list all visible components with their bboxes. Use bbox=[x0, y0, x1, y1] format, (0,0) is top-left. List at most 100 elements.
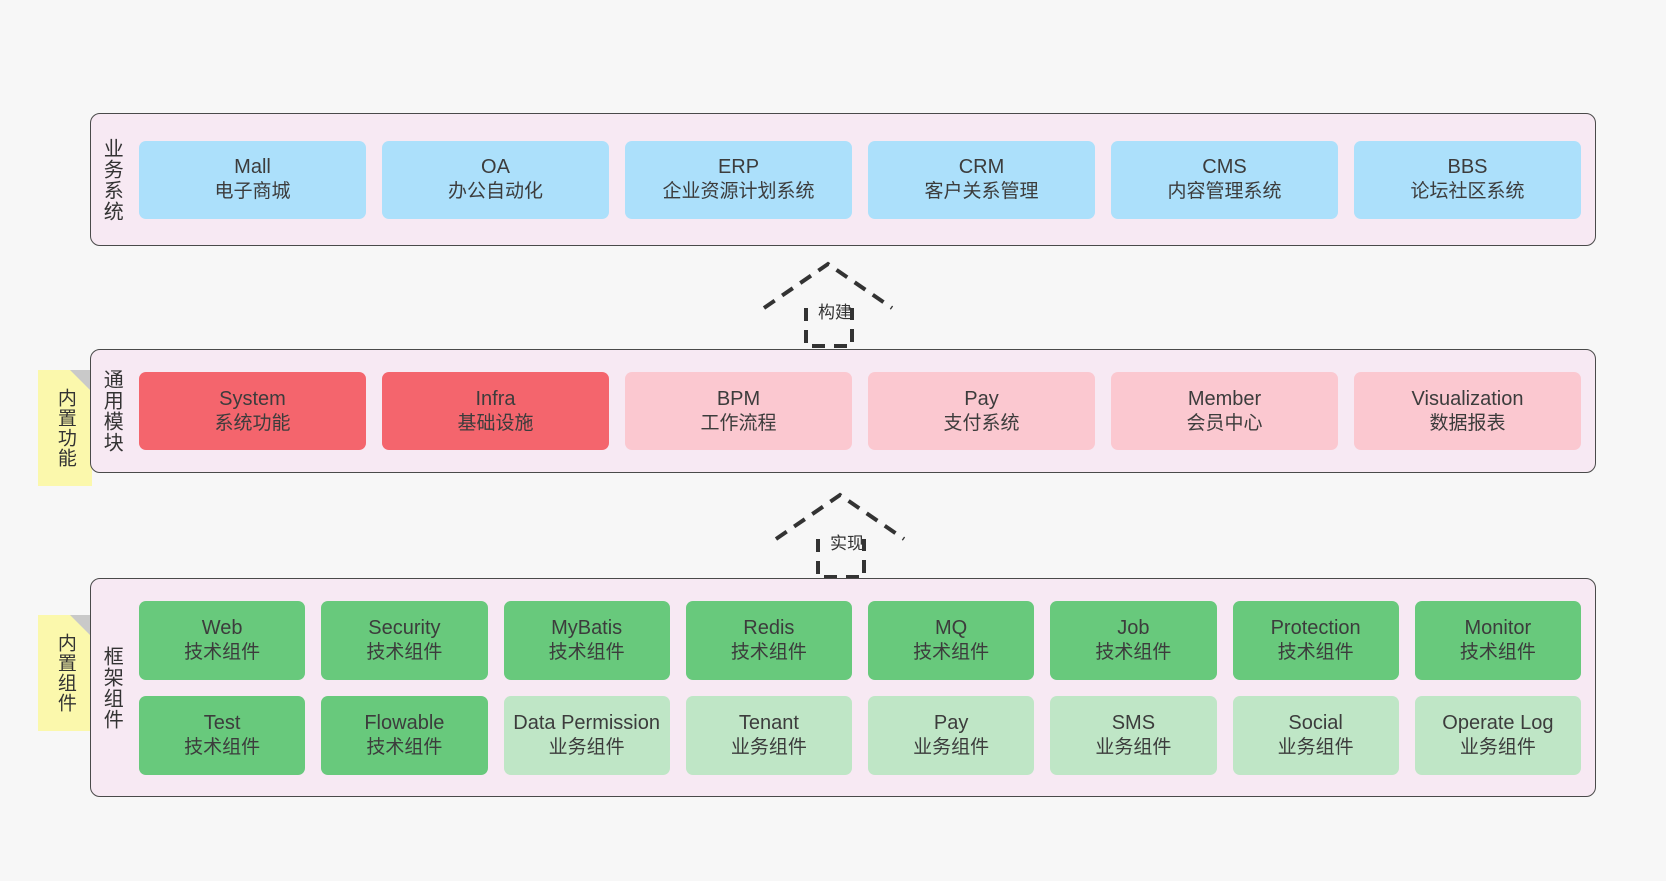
sticky-note-builtin-components: 内置组件 bbox=[38, 615, 92, 731]
node-member-desc: 会员中心 bbox=[1186, 412, 1263, 434]
node-crm[interactable]: CRM 客户关系管理 bbox=[868, 140, 1095, 219]
node-flowable-desc: 技术组件 bbox=[366, 736, 443, 758]
node-system-desc: 系统功能 bbox=[214, 412, 291, 434]
node-operate-log[interactable]: Operate Log 业务组件 bbox=[1414, 695, 1581, 775]
node-mybatis-desc: 技术组件 bbox=[548, 641, 625, 663]
node-oa-desc: 办公自动化 bbox=[447, 181, 543, 203]
node-pay-component-desc: 业务组件 bbox=[913, 736, 990, 758]
node-visualization-desc: 数据报表 bbox=[1429, 412, 1506, 434]
node-flowable[interactable]: Flowable 技术组件 bbox=[321, 695, 488, 775]
node-pay-module-name: Pay bbox=[964, 387, 999, 410]
layer-business-systems: 业务系统 Mall 电子商城 OA 办公自动化 ERP 企业资源计划系统 CRM… bbox=[90, 113, 1596, 246]
node-mq-desc: 技术组件 bbox=[913, 641, 990, 663]
node-bbs[interactable]: BBS 论坛社区系统 bbox=[1354, 140, 1581, 219]
node-social-desc: 业务组件 bbox=[1277, 736, 1354, 758]
node-redis-name: Redis bbox=[743, 616, 795, 639]
connector-build: 构建 bbox=[760, 258, 910, 350]
node-social[interactable]: Social 业务组件 bbox=[1232, 695, 1399, 775]
layer-framework-components: 框架组件 Web 技术组件 Security 技术组件 MyBatis 技术组件… bbox=[90, 578, 1596, 797]
node-protection-name: Protection bbox=[1270, 616, 1361, 639]
connector-implement: 实现 bbox=[772, 489, 922, 581]
node-tenant-desc: 业务组件 bbox=[730, 736, 807, 758]
layer-modules-title: 通用模块 bbox=[100, 369, 123, 453]
layer-common-modules: 通用模块 System 系统功能 Infra 基础设施 BPM 工作流程 Pay… bbox=[90, 349, 1596, 473]
node-web-name: Web bbox=[201, 616, 243, 639]
node-bbs-desc: 论坛社区系统 bbox=[1410, 181, 1525, 203]
business-node-row: Mall 电子商城 OA 办公自动化 ERP 企业资源计划系统 CRM 客户关系… bbox=[139, 140, 1581, 219]
node-crm-name: CRM bbox=[958, 156, 1005, 179]
node-web[interactable]: Web 技术组件 bbox=[139, 600, 306, 680]
node-test-desc: 技术组件 bbox=[184, 736, 261, 758]
node-mall-desc: 电子商城 bbox=[214, 181, 291, 203]
node-visualization-name: Visualization bbox=[1411, 387, 1524, 410]
node-infra[interactable]: Infra 基础设施 bbox=[382, 372, 609, 450]
node-cms-desc: 内容管理系统 bbox=[1167, 181, 1282, 203]
node-security[interactable]: Security 技术组件 bbox=[321, 600, 488, 680]
node-security-desc: 技术组件 bbox=[366, 641, 443, 663]
connector-build-arrow-icon bbox=[762, 261, 894, 348]
node-oa[interactable]: OA 办公自动化 bbox=[382, 140, 609, 219]
connector-build-label: 构建 bbox=[818, 303, 852, 322]
node-member[interactable]: Member 会员中心 bbox=[1111, 372, 1338, 450]
node-bpm-name: BPM bbox=[716, 387, 761, 410]
node-web-desc: 技术组件 bbox=[184, 641, 261, 663]
modules-node-row: System 系统功能 Infra 基础设施 BPM 工作流程 Pay 支付系统… bbox=[139, 372, 1581, 450]
node-sms[interactable]: SMS 业务组件 bbox=[1050, 695, 1217, 775]
node-erp[interactable]: ERP 企业资源计划系统 bbox=[625, 140, 852, 219]
connector-implement-arrow-icon bbox=[774, 492, 906, 579]
node-visualization[interactable]: Visualization 数据报表 bbox=[1354, 372, 1581, 450]
node-mybatis[interactable]: MyBatis 技术组件 bbox=[503, 600, 670, 680]
node-pay-module-desc: 支付系统 bbox=[943, 412, 1020, 434]
node-erp-desc: 企业资源计划系统 bbox=[662, 181, 815, 203]
node-security-name: Security bbox=[368, 616, 441, 639]
connector-implement-label: 实现 bbox=[830, 534, 864, 553]
node-pay-module[interactable]: Pay 支付系统 bbox=[868, 372, 1095, 450]
layer-framework-title: 框架组件 bbox=[100, 645, 123, 730]
sticky-note-builtin-features: 内置功能 bbox=[38, 370, 92, 486]
node-mall-name: Mall bbox=[234, 156, 271, 179]
framework-biz-row: Test 技术组件 Flowable 技术组件 Data Permission … bbox=[139, 695, 1581, 775]
node-pay-component[interactable]: Pay 业务组件 bbox=[868, 695, 1035, 775]
node-oa-name: OA bbox=[481, 156, 510, 179]
node-data-permission[interactable]: Data Permission 业务组件 bbox=[503, 695, 670, 775]
node-infra-desc: 基础设施 bbox=[457, 412, 534, 434]
node-protection[interactable]: Protection 技术组件 bbox=[1232, 600, 1399, 680]
node-infra-name: Infra bbox=[475, 387, 516, 410]
node-mq[interactable]: MQ 技术组件 bbox=[868, 600, 1035, 680]
node-flowable-name: Flowable bbox=[364, 711, 445, 734]
node-operate-log-name: Operate Log bbox=[1442, 711, 1554, 734]
node-monitor[interactable]: Monitor 技术组件 bbox=[1414, 600, 1581, 680]
layer-business-body: Mall 电子商城 OA 办公自动化 ERP 企业资源计划系统 CRM 客户关系… bbox=[131, 114, 1595, 245]
node-system-name: System bbox=[219, 387, 286, 410]
node-operate-log-desc: 业务组件 bbox=[1459, 736, 1536, 758]
node-tenant-name: Tenant bbox=[738, 711, 799, 734]
node-social-name: Social bbox=[1288, 711, 1343, 734]
node-job-desc: 技术组件 bbox=[1095, 641, 1172, 663]
node-sms-desc: 业务组件 bbox=[1095, 736, 1172, 758]
node-system[interactable]: System 系统功能 bbox=[139, 372, 366, 450]
node-erp-name: ERP bbox=[717, 156, 760, 179]
node-test[interactable]: Test 技术组件 bbox=[139, 695, 306, 775]
framework-tech-row: Web 技术组件 Security 技术组件 MyBatis 技术组件 Redi… bbox=[139, 600, 1581, 680]
node-sms-name: SMS bbox=[1111, 711, 1156, 734]
sticky-note-builtin-components-label: 内置组件 bbox=[54, 633, 76, 713]
node-redis-desc: 技术组件 bbox=[730, 641, 807, 663]
node-tenant[interactable]: Tenant 业务组件 bbox=[685, 695, 852, 775]
node-redis[interactable]: Redis 技术组件 bbox=[685, 600, 852, 680]
node-data-permission-desc: 业务组件 bbox=[548, 736, 625, 758]
node-job[interactable]: Job 技术组件 bbox=[1050, 600, 1217, 680]
node-cms[interactable]: CMS 内容管理系统 bbox=[1111, 140, 1338, 219]
node-protection-desc: 技术组件 bbox=[1277, 641, 1354, 663]
node-mq-name: MQ bbox=[935, 616, 968, 639]
node-crm-desc: 客户关系管理 bbox=[924, 181, 1039, 203]
node-bpm[interactable]: BPM 工作流程 bbox=[625, 372, 852, 450]
node-mybatis-name: MyBatis bbox=[551, 616, 623, 639]
node-data-permission-name: Data Permission bbox=[513, 711, 660, 734]
node-monitor-name: Monitor bbox=[1464, 616, 1532, 639]
layer-business-title: 业务系统 bbox=[100, 137, 123, 222]
node-member-name: Member bbox=[1187, 387, 1262, 410]
layer-framework-body: Web 技术组件 Security 技术组件 MyBatis 技术组件 Redi… bbox=[131, 579, 1595, 796]
node-mall[interactable]: Mall 电子商城 bbox=[139, 140, 366, 219]
node-cms-name: CMS bbox=[1202, 156, 1247, 179]
